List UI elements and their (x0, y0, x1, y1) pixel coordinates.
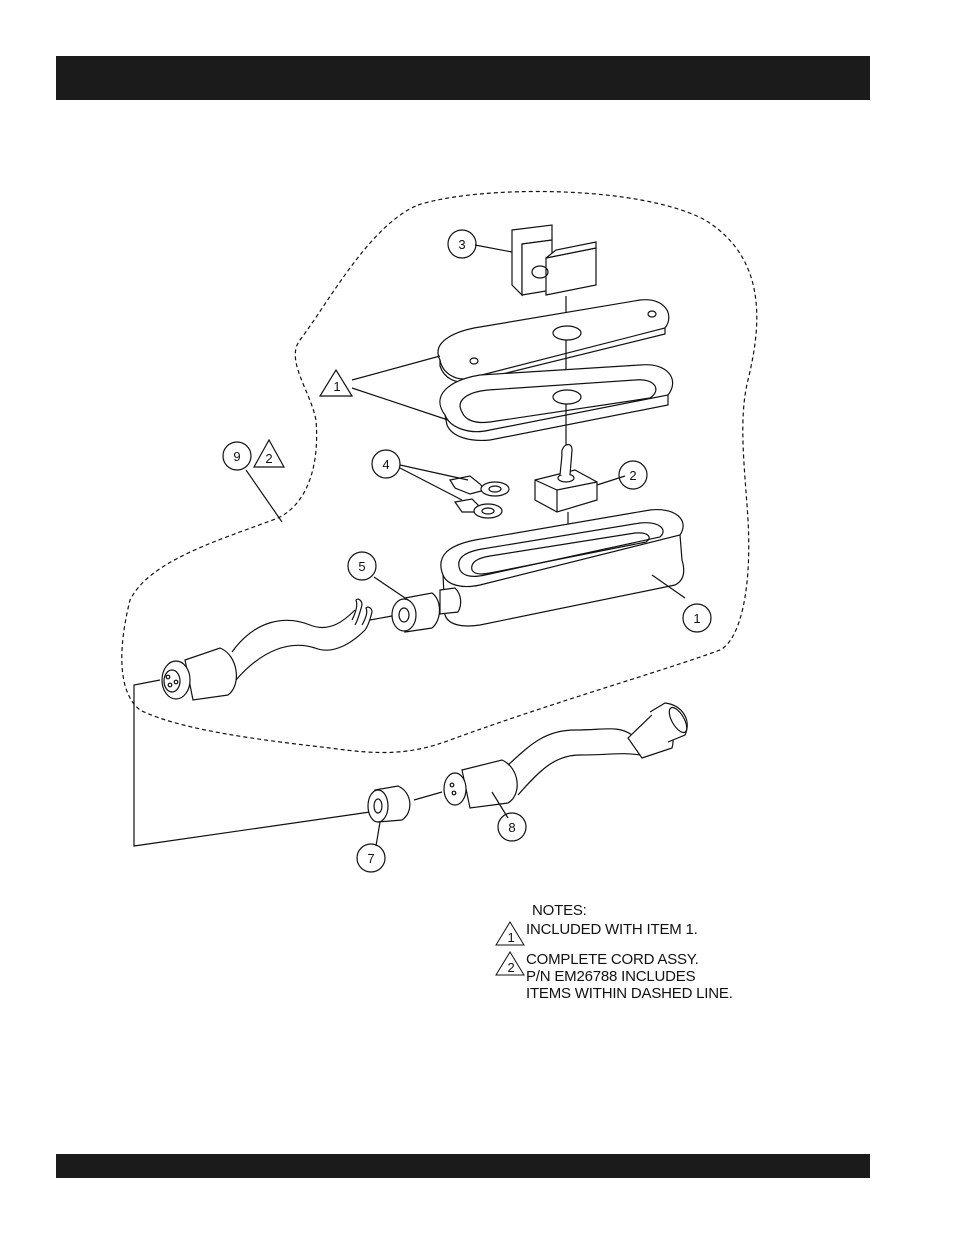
leader-line (475, 245, 512, 252)
switch-box-housing (441, 510, 684, 626)
note-1-marker: 1 (507, 930, 514, 945)
note-triangle-icon: 2 (494, 951, 526, 977)
leader-line (246, 470, 282, 522)
note-1: 1 INCLUDED WITH ITEM 1. (494, 921, 814, 947)
note-2-line: ITEMS WITHIN DASHED LINE. (526, 985, 814, 1002)
callout-5: 5 (358, 559, 365, 574)
note-1-line: INCLUDED WITH ITEM 1. (526, 921, 814, 938)
leader-line (352, 388, 448, 420)
note-2-line: COMPLETE CORD ASSY. (526, 951, 814, 968)
extension-cord (508, 729, 640, 795)
leader-line (374, 577, 408, 600)
note-triangle-icon: 1 (494, 921, 526, 947)
toggle-switch (535, 445, 597, 512)
connection-line (134, 680, 370, 846)
leader-line (400, 465, 468, 480)
callout-2: 2 (629, 468, 636, 483)
callout-1: 1 (693, 611, 700, 626)
strain-relief-bushing (392, 588, 461, 632)
leader-line (652, 575, 685, 598)
ring-terminal-upper (450, 476, 509, 496)
u-bracket (512, 225, 596, 295)
callout-7: 7 (367, 851, 374, 866)
leader-line (352, 356, 440, 380)
leader-line (376, 822, 380, 846)
centerline (370, 616, 392, 620)
cord-plug-left (162, 648, 236, 700)
note-2: 2 COMPLETE CORD ASSY. P/N EM26788 INCLUD… (494, 951, 814, 1002)
gasket (440, 365, 673, 441)
ring-terminal-lower (455, 499, 502, 518)
leader-line (597, 476, 625, 485)
callout-3: 3 (458, 237, 465, 252)
callout-8: 8 (508, 820, 515, 835)
extension-cord-plug (444, 760, 517, 808)
notes-block: NOTES: 1 INCLUDED WITH ITEM 1. 2 COMPLET… (494, 902, 814, 1002)
extension-cord-plug-right (628, 703, 690, 758)
callout-4: 4 (382, 457, 389, 472)
note-2-marker: 2 (507, 960, 514, 975)
callout-9: 9 (233, 449, 240, 464)
note-2-line: P/N EM26788 INCLUDES (526, 968, 814, 985)
notes-title: NOTES: (532, 902, 814, 919)
centerline (414, 792, 442, 800)
power-cord-upper (232, 599, 372, 680)
note-marker-2: 2 (265, 451, 272, 466)
coupler-sleeve (368, 786, 410, 822)
note-marker-1: 1 (333, 379, 340, 394)
